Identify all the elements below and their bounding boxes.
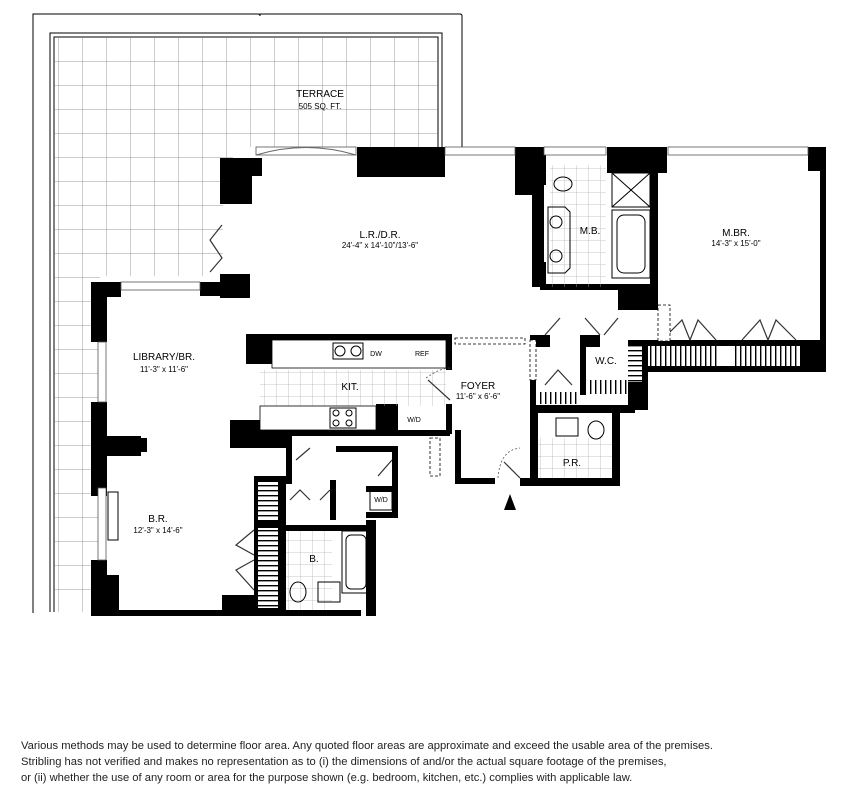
bedroom: B.R. 12'-3" x 14'-6" (133, 482, 278, 608)
disclaimer-line-3: or (ii) whether the use of any room or a… (21, 772, 633, 784)
bedroom-label: B.R. (148, 514, 167, 525)
floor-plan: TERRACE 505 SQ. FT. (32, 13, 826, 616)
powder-room: P.R. (538, 417, 612, 478)
foyer: FOYER 11'-6" x 6'-6" (425, 337, 526, 510)
living-dining-label: L.R./D.R. (359, 230, 400, 241)
terrace-label: TERRACE (296, 89, 344, 100)
hall-doors (289, 447, 393, 501)
library-bedroom: LIBRARY/BR. 11'-3" x 11'-6" (133, 352, 195, 374)
foyer-label: FOYER (461, 381, 495, 392)
living-dining: L.R./D.R. 24'-4" x 14'-10"/13'-6" (209, 147, 418, 273)
walk-in-closet-label: W.C. (595, 356, 617, 367)
master-bedroom-label: M.BR. (722, 228, 750, 239)
walk-in-closet: W.C. (529, 317, 642, 404)
washer-dryer-label: W/D (374, 497, 388, 504)
living-dining-dimensions: 24'-4" x 14'-10"/13'-6" (342, 241, 418, 250)
entry-arrow-icon (504, 494, 516, 510)
bedroom-dimensions: 12'-3" x 14'-6" (133, 526, 182, 535)
bath-label: B. (309, 554, 318, 565)
library-label: LIBRARY/BR. (133, 352, 195, 363)
kitchen: DW REF W/D KIT. (259, 339, 447, 431)
master-bedroom-dimensions: 14'-3" x 15'-0" (711, 239, 760, 248)
dishwasher-label: DW (370, 351, 382, 358)
washer-dryer: W/D (369, 487, 393, 511)
refrigerator-label: REF (415, 351, 429, 358)
kitchen-label: KIT. (341, 382, 358, 393)
library-dimensions: 11'-3" x 11'-6" (140, 365, 188, 374)
windows (97, 146, 809, 561)
master-bath-label: M.B. (580, 226, 601, 237)
powder-room-label: P.R. (563, 458, 581, 469)
foyer-dimensions: 11'-6" x 6'-6" (456, 392, 500, 401)
terrace: TERRACE 505 SQ. FT. (32, 13, 463, 613)
master-bath: M.B. (547, 165, 651, 287)
master-bedroom: M.BR. 14'-3" x 15'-0" (650, 228, 800, 366)
disclaimer: Various methods may be used to determine… (21, 738, 841, 786)
bath: B. (286, 530, 371, 610)
kitchen-wd-label: W/D (407, 417, 421, 424)
disclaimer-line-1: Various methods may be used to determine… (21, 740, 713, 752)
disclaimer-line-2: Stribling has not verified and makes no … (21, 756, 667, 768)
terrace-area: 505 SQ. FT. (299, 102, 342, 111)
